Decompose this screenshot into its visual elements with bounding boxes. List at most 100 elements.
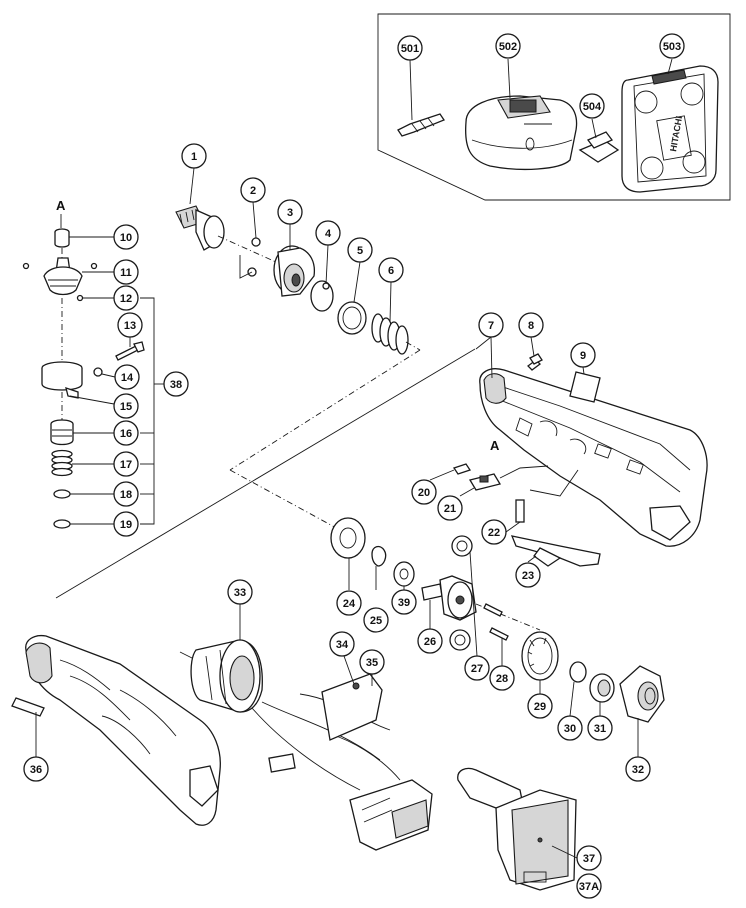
svg-text:13: 13 bbox=[124, 320, 136, 332]
svg-text:2: 2 bbox=[250, 185, 256, 197]
callout-17: 17 bbox=[113, 451, 139, 477]
svg-text:9: 9 bbox=[580, 350, 586, 362]
part-20-switch-knob-illustration bbox=[452, 463, 472, 475]
callout-bubbles: 501 502 503 504 1 2 3 4 5 6 7 8 9 10 11 … bbox=[23, 33, 685, 899]
housing-right-half: A bbox=[55, 336, 708, 599]
svg-text:3: 3 bbox=[287, 207, 293, 219]
housing-left-half bbox=[11, 634, 221, 826]
svg-text:34: 34 bbox=[336, 639, 349, 651]
part-503-case-illustration: HITACHI bbox=[621, 65, 719, 193]
svg-text:26: 26 bbox=[424, 636, 436, 648]
callout-38: 38 bbox=[163, 371, 189, 397]
callout-25: 25 bbox=[363, 607, 389, 633]
callout-9: 9 bbox=[570, 342, 596, 368]
callout-502: 502 bbox=[495, 33, 521, 59]
callout-23: 23 bbox=[515, 562, 541, 588]
callout-36: 36 bbox=[23, 756, 49, 782]
svg-text:36: 36 bbox=[30, 764, 42, 776]
svg-text:21: 21 bbox=[444, 503, 456, 515]
part-32-gear-cover-illustration bbox=[619, 665, 665, 723]
svg-text:33: 33 bbox=[234, 587, 246, 599]
part-35-switch-illustration bbox=[268, 673, 433, 851]
callout-6: 6 bbox=[378, 257, 404, 283]
svg-text:5: 5 bbox=[357, 245, 363, 257]
svg-text:11: 11 bbox=[120, 267, 132, 279]
callout-27: 27 bbox=[464, 655, 490, 681]
svg-text:19: 19 bbox=[120, 519, 132, 531]
part-23-lever-illustration bbox=[510, 535, 601, 567]
callout-33: 33 bbox=[227, 579, 253, 605]
part-11-bevel-gear-illustration bbox=[22, 257, 98, 296]
svg-text:25: 25 bbox=[370, 615, 382, 627]
part-5-ring-illustration bbox=[337, 301, 367, 335]
callout-8: 8 bbox=[518, 312, 544, 338]
svg-text:22: 22 bbox=[488, 527, 500, 539]
svg-text:16: 16 bbox=[120, 428, 132, 440]
callout-1: 1 bbox=[181, 143, 207, 169]
part-31-bearing-illustration bbox=[589, 673, 615, 703]
part-17-spring-illustration bbox=[51, 449, 73, 477]
callout-22: 22 bbox=[481, 519, 507, 545]
part-10-sleeve-illustration bbox=[54, 228, 70, 248]
svg-text:7: 7 bbox=[488, 320, 494, 332]
part-14-washer-illustration bbox=[93, 367, 103, 377]
part-6-spring-illustration bbox=[371, 313, 409, 355]
callout-29: 29 bbox=[527, 693, 553, 719]
view-marker-a-top: A bbox=[56, 198, 66, 213]
svg-text:18: 18 bbox=[120, 489, 132, 501]
part-4-washer-illustration bbox=[310, 280, 334, 312]
svg-text:8: 8 bbox=[528, 320, 534, 332]
part-34-screw-illustration bbox=[352, 682, 360, 690]
part-13-screw-illustration bbox=[115, 341, 145, 361]
part-29-ring-gear-illustration bbox=[521, 631, 559, 681]
part-28-pin-a bbox=[483, 603, 503, 617]
callout-28: 28 bbox=[489, 665, 515, 691]
callout-4: 4 bbox=[315, 220, 341, 246]
transmission-parts bbox=[229, 349, 665, 757]
callout-26: 26 bbox=[417, 628, 443, 654]
callout-19: 19 bbox=[113, 511, 139, 537]
svg-text:35: 35 bbox=[366, 657, 378, 669]
part-27-planet-gear-illustration bbox=[449, 535, 473, 651]
callout-13: 13 bbox=[117, 312, 143, 338]
callout-5: 5 bbox=[347, 237, 373, 263]
part-26-carrier-illustration bbox=[421, 575, 477, 621]
callout-15: 15 bbox=[113, 393, 139, 419]
part-2-steel-ball-a bbox=[251, 237, 261, 247]
chuck-parts bbox=[175, 167, 421, 355]
callout-2: 2 bbox=[240, 177, 266, 203]
callout-3: 3 bbox=[277, 199, 303, 225]
callout-31: 31 bbox=[587, 715, 613, 741]
svg-text:30: 30 bbox=[564, 723, 576, 735]
part-19-ring-illustration bbox=[53, 519, 71, 529]
callout-21: 21 bbox=[437, 495, 463, 521]
battery-pack bbox=[457, 767, 578, 891]
part-28-pin-b bbox=[489, 627, 509, 641]
svg-text:6: 6 bbox=[388, 265, 394, 277]
svg-text:27: 27 bbox=[471, 663, 483, 675]
svg-text:14: 14 bbox=[121, 372, 134, 384]
callout-35: 35 bbox=[359, 649, 385, 675]
view-marker-a-housing: A bbox=[490, 438, 500, 453]
part-16-bearing-illustration bbox=[50, 419, 74, 446]
callout-503: 503 bbox=[659, 33, 685, 59]
part-36-label-illustration bbox=[11, 697, 45, 717]
angle-head-stack: A bbox=[22, 198, 164, 529]
part-502-charger-illustration bbox=[464, 95, 578, 171]
callout-37A: 37A bbox=[576, 873, 602, 899]
part-8-screw-illustration bbox=[527, 353, 543, 371]
callout-32: 32 bbox=[625, 756, 651, 782]
callout-11: 11 bbox=[113, 259, 139, 285]
svg-text:24: 24 bbox=[343, 598, 356, 610]
part-25-retaining-ring-illustration bbox=[371, 545, 387, 567]
svg-text:31: 31 bbox=[594, 723, 606, 735]
part-501-bit-illustration bbox=[397, 113, 445, 137]
svg-text:20: 20 bbox=[418, 487, 430, 499]
svg-text:17: 17 bbox=[120, 459, 132, 471]
accessory-panel: HITACHI bbox=[377, 13, 731, 201]
callout-39: 39 bbox=[391, 589, 417, 615]
part-21-switch-plate-illustration bbox=[468, 473, 502, 491]
svg-text:32: 32 bbox=[632, 764, 644, 776]
part-15-gear-case-illustration bbox=[41, 361, 83, 399]
